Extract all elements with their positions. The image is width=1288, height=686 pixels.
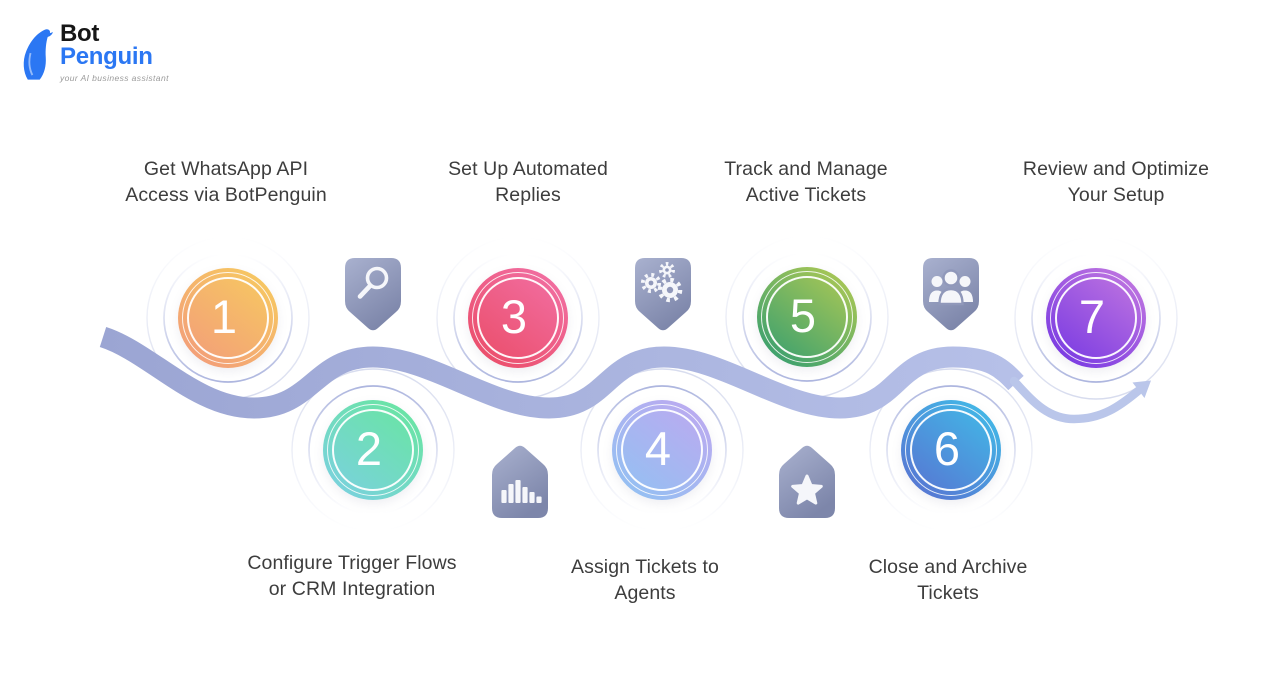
search-icon [357, 266, 389, 299]
star-icon [791, 474, 823, 505]
step-label-1: Get WhatsApp API Access via BotPenguin [76, 156, 376, 208]
step-label-6: Close and Archive Tickets [798, 554, 1098, 606]
step-label-line: Get WhatsApp API [143, 158, 309, 180]
step-label-line: Agents [614, 582, 676, 604]
step-label-line: Close and Archive [868, 556, 1028, 578]
step-label-line: Active Tickets [745, 184, 867, 206]
step-number: 3 [500, 289, 528, 343]
star-badge [779, 445, 835, 518]
step-number: 5 [789, 288, 817, 342]
search-badge [345, 258, 401, 331]
botpenguin-logo: Bot Penguin your AI business assistant [20, 22, 169, 83]
step-label-2: Configure Trigger Flows or CRM Integrati… [202, 550, 502, 602]
step-label-line: Track and Manage [724, 158, 888, 180]
step-label-line: Review and Optimize [1022, 158, 1210, 180]
step-circle-5: 5 [757, 267, 857, 367]
gears-icon [640, 262, 683, 303]
step-label-line: Assign Tickets to [570, 556, 719, 578]
gears-badge [635, 258, 691, 331]
step-circle-7: 7 [1046, 268, 1146, 368]
step-label-line: Configure Trigger Flows [247, 552, 457, 574]
logo-brand-line1: Bot [60, 20, 100, 47]
step-label-line: Access via BotPenguin [125, 184, 327, 206]
step-label-3: Set Up Automated Replies [378, 156, 678, 208]
step-circle-1: 1 [178, 268, 278, 368]
step-label-4: Assign Tickets to Agents [495, 554, 795, 606]
step-label-line: Your Setup [1067, 184, 1165, 206]
logo-brand-line2: Penguin [60, 43, 153, 70]
step-label-line: Set Up Automated [448, 158, 608, 180]
step-number: 7 [1078, 289, 1106, 343]
bar-chart-badge [492, 445, 548, 518]
step-label-line: or CRM Integration [268, 578, 436, 600]
timeline-wave [99, 326, 1024, 419]
step-number: 6 [933, 421, 961, 475]
step-number: 1 [210, 289, 238, 343]
step-number: 4 [644, 421, 672, 475]
step-label-line: Tickets [917, 582, 979, 604]
penguin-logo-icon [23, 29, 53, 80]
users-icon [929, 269, 973, 306]
step-circle-3: 3 [468, 268, 568, 368]
bar-chart-icon [501, 480, 542, 503]
logo-tagline: your AI business assistant [60, 73, 169, 83]
step-circle-2: 2 [323, 400, 423, 500]
step-circle-6: 6 [901, 400, 1001, 500]
step-label-line: Replies [495, 184, 561, 206]
step-number: 2 [355, 421, 383, 475]
step-label-7: Review and Optimize Your Setup [966, 156, 1266, 208]
step-circle-4: 4 [612, 400, 712, 500]
users-badge [923, 258, 979, 331]
step-label-5: Track and Manage Active Tickets [656, 156, 956, 208]
timeline-arrow [1009, 376, 1151, 424]
